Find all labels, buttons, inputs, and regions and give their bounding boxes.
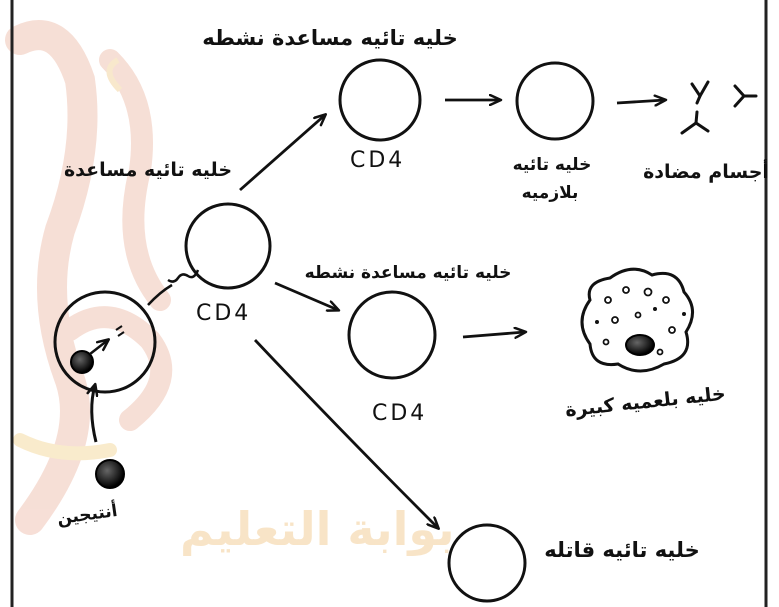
- arrow-to-phagocyte: [462, 332, 525, 337]
- label-cd4-mid: CD4: [372, 401, 427, 426]
- memory-t-cell: [515, 61, 595, 141]
- activated-helper-cell-mid: [347, 290, 437, 380]
- label-antibodies: أجسام مضادة: [643, 159, 769, 183]
- arrow-helper-to-killer: [253, 339, 438, 528]
- activated-helper-cell-top: [338, 58, 422, 142]
- arrow-helper-to-activated-top: [239, 115, 325, 192]
- arrow-to-antibodies: [616, 100, 665, 103]
- label-memory-t-cell-line1: خليه تائيه: [513, 155, 592, 175]
- label-antigen: أنتيجين: [56, 499, 119, 529]
- label-memory-t-cell-line2: بلازميه: [522, 183, 579, 203]
- label-activated-helper-top: خليه تائيه مساعدة نشطه: [202, 26, 458, 50]
- label-cd4-center: CD4: [196, 301, 251, 326]
- antigen-presenting-cell: [53, 290, 157, 394]
- label-large-phagocyte: خليه بلعميه كبيرة: [564, 383, 727, 422]
- label-killer-t-cell: خليه تائيه قاتله: [544, 538, 699, 562]
- antigen-particle: [95, 459, 125, 489]
- label-helper-t-cell: خليه تائيه مساعدة: [64, 159, 232, 181]
- arrow-antigen-processing: [89, 340, 108, 355]
- arrow-helper-to-activated-mid: [274, 281, 338, 310]
- helper-t-cell: [184, 202, 272, 290]
- cell-binding-link: [147, 269, 200, 306]
- label-activated-helper-mid: خليه تائيه مساعدة نشطه: [305, 263, 512, 283]
- killer-t-cell: [447, 523, 527, 603]
- antigen-inside-cell: [70, 350, 94, 374]
- antigen-fragment-mark: [115, 325, 125, 337]
- label-cd4-top: CD4: [350, 148, 405, 173]
- arrow-antigen-to-cell: [92, 385, 96, 443]
- watermark-logo: [5, 20, 173, 535]
- watermark-text: بوابة التعليم: [180, 502, 454, 556]
- antibodies-icon: [680, 80, 758, 135]
- large-phagocyte-cell: [580, 267, 694, 373]
